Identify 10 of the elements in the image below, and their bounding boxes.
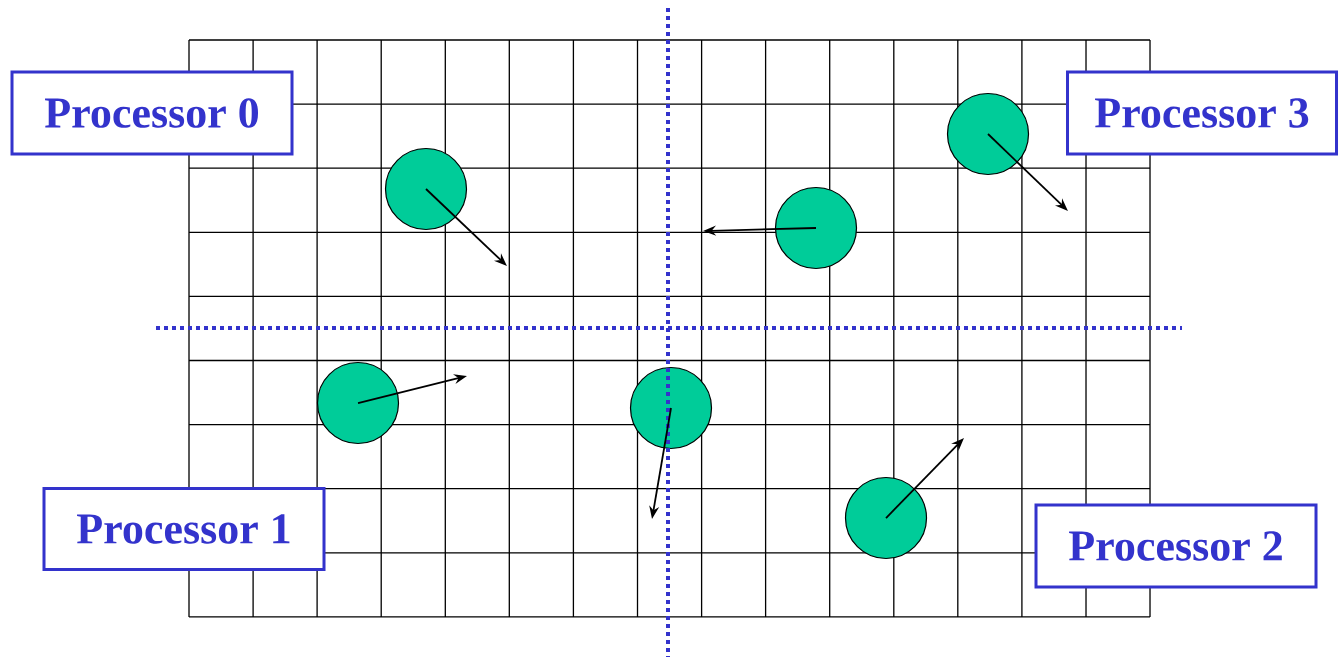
processor-box: Processor 3 xyxy=(1066,70,1338,156)
processor-box: Processor 1 xyxy=(42,487,326,571)
processor-box: Processor 2 xyxy=(1034,503,1318,589)
particle-circle xyxy=(316,361,400,445)
particle-circle xyxy=(629,366,713,450)
particle-circle xyxy=(384,147,468,231)
particle-circle xyxy=(774,186,858,270)
particle-circle xyxy=(946,92,1030,176)
particle-circle xyxy=(844,476,928,560)
processor-box: Processor 0 xyxy=(10,70,294,156)
